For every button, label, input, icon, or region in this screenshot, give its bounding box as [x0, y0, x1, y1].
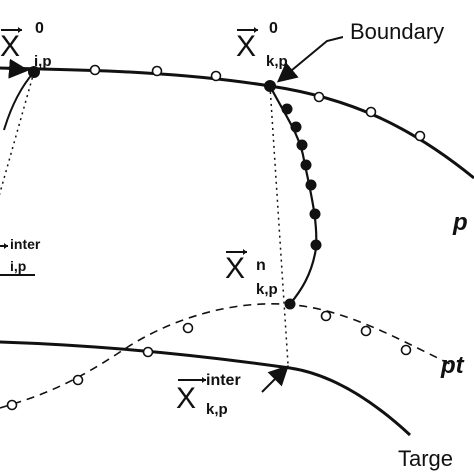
svg-text:k,p: k,p	[206, 401, 228, 418]
transition-curve	[269, 85, 318, 305]
path-open-point	[400, 344, 412, 356]
label-x-i-p-0: X 0 i,p	[0, 20, 52, 70]
svg-text:X: X	[236, 30, 256, 63]
transition-point	[310, 239, 322, 251]
dotted-projection-i	[0, 71, 35, 196]
boundary-curve	[0, 66, 474, 180]
boundary-open-point	[151, 65, 163, 77]
label-x-k-p-inter: X inter k,p	[176, 372, 241, 418]
svg-text:i,p: i,p	[34, 53, 52, 70]
svg-text:n: n	[256, 257, 266, 274]
label-target: Targe	[398, 446, 453, 471]
transition-point	[290, 121, 302, 133]
svg-text:i,p: i,p	[10, 258, 26, 274]
boundary-open-point	[89, 64, 101, 76]
path-open-point	[320, 310, 332, 322]
x-i-p-0-point	[28, 66, 40, 78]
svg-text:Boundary: Boundary	[350, 19, 444, 44]
path-open-point	[6, 399, 18, 411]
label-p-lower: pt	[440, 352, 465, 379]
left-arrow	[0, 58, 29, 79]
boundary-arrow	[276, 36, 344, 83]
path-open-point	[360, 325, 372, 337]
svg-text:X: X	[225, 252, 245, 285]
svg-text:0: 0	[35, 20, 44, 37]
transition-point	[309, 208, 321, 220]
lower-path-curve	[0, 303, 451, 409]
transition-point	[281, 103, 293, 115]
label-p-upper: p	[452, 209, 468, 236]
svg-text:X: X	[176, 382, 196, 415]
dotted-projection-k	[269, 85, 289, 365]
path-open-point	[142, 346, 154, 358]
x-k-p-0-point	[264, 80, 276, 92]
x-k-p-n-point	[284, 298, 296, 310]
svg-text:0: 0	[269, 20, 278, 37]
svg-text:inter: inter	[206, 372, 241, 389]
label-x-k-p-0: X 0 k,p	[236, 20, 288, 70]
label-x-i-p-inter-partial: inter i,p	[0, 236, 41, 276]
label-x-k-p-n: X n k,p	[225, 249, 278, 298]
label-boundary-box: Boundary	[343, 16, 474, 46]
svg-text:inter: inter	[10, 236, 41, 252]
left-descending-curve	[3, 71, 35, 131]
transition-point	[296, 139, 308, 151]
boundary-open-point	[365, 106, 377, 118]
boundary-open-point	[313, 91, 325, 103]
transition-point	[300, 159, 312, 171]
target-curve	[0, 340, 412, 437]
svg-text:X: X	[0, 30, 20, 63]
path-open-point	[72, 374, 84, 386]
transition-point	[305, 179, 317, 191]
path-open-point	[182, 322, 194, 334]
inter-arrow	[261, 365, 289, 393]
svg-text:k,p: k,p	[266, 53, 288, 70]
svg-text:k,p: k,p	[256, 281, 278, 298]
boundary-open-point	[210, 70, 222, 82]
boundary-open-point	[414, 130, 426, 142]
